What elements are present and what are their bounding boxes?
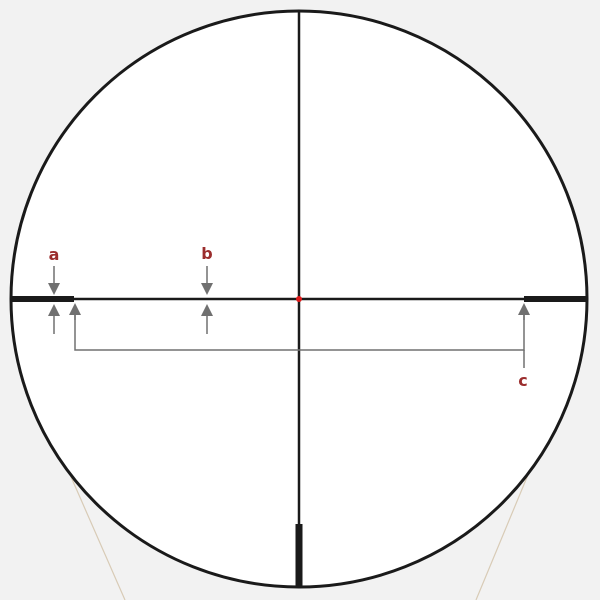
mount-line-left — [67, 469, 126, 600]
callout-c-bracket — [74, 309, 525, 351]
callout-label-a: a — [49, 245, 60, 264]
callout-label-b: b — [201, 244, 212, 263]
callout-label-c: c — [518, 371, 527, 390]
center-dot — [296, 296, 302, 302]
mount-line-right — [475, 469, 531, 600]
